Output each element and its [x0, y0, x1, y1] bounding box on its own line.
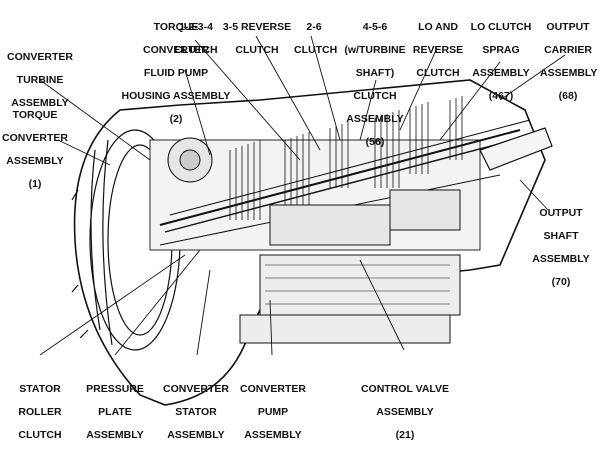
label-line: HOUSING ASSEMBLY: [121, 89, 231, 102]
label-output-shaft: OUTPUT SHAFT ASSEMBLY (70): [528, 196, 594, 300]
label-line: CONVERTER: [240, 382, 306, 395]
label-line: (68): [558, 89, 578, 102]
label-torque-converter-fluid-pump: TORQUE CONVERTER FLUID PUMP HOUSING ASSE…: [118, 10, 234, 137]
label-line: (70): [551, 275, 571, 288]
output-shaft: [479, 127, 553, 171]
label-line: LO CLUTCH: [470, 20, 532, 33]
label-line: CONVERTER: [143, 43, 209, 56]
label-line: ASSEMBLY: [346, 112, 404, 125]
label-control-valve: CONTROL VALVE ASSEMBLY (21): [360, 372, 450, 453]
control-valve-body: [239, 254, 461, 344]
label-line: 4-5-6: [362, 20, 388, 33]
label-line: ASSEMBLY: [6, 154, 64, 167]
label-line: ASSEMBLY: [167, 428, 225, 441]
label-line: (2): [169, 112, 183, 125]
label-line: ASSEMBLY: [86, 428, 144, 441]
label-line: CARRIER: [544, 43, 592, 56]
label-lo-reverse-clutch: LO AND REVERSE CLUTCH: [410, 10, 466, 91]
label-clutch-1234: 1-2-3-4 CLUTCH: [170, 10, 222, 68]
label-clutch-26: 2-6 CLUTCH: [294, 10, 338, 68]
label-line: CLUTCH: [18, 428, 62, 441]
clutch-packs: [229, 96, 463, 220]
label-line: SHAFT): [355, 66, 395, 79]
label-line: 3-5 REVERSE: [222, 20, 292, 33]
label-clutch-456: 4-5-6 (w/TURBINE SHAFT) CLUTCH ASSEMBLY …: [342, 10, 408, 160]
label-line: LO AND: [418, 20, 458, 33]
planetary-gears: [167, 137, 461, 246]
label-converter-stator: CONVERTER STATOR ASSEMBLY: [160, 372, 232, 453]
label-line: ASSEMBLY: [11, 96, 69, 109]
label-line: CLUTCH: [416, 66, 460, 79]
label-line: STATOR: [19, 382, 61, 395]
label-stator-roller-clutch: STATOR ROLLER CLUTCH: [10, 372, 70, 453]
label-line: REVERSE: [412, 43, 464, 56]
label-line: ASSEMBLY: [532, 252, 590, 265]
label-line: CLUTCH: [235, 43, 279, 56]
label-torque-converter-assembly: TORQUE CONVERTER ASSEMBLY (1): [2, 98, 68, 202]
label-line: FLUID PUMP: [143, 66, 209, 79]
leader-lines: [39, 35, 566, 356]
label-line: CONVERTER: [2, 131, 68, 144]
label-line: CLUTCH: [294, 43, 338, 56]
label-line: (w/TURBINE: [344, 43, 406, 56]
label-line: TORQUE: [153, 20, 199, 33]
label-line: ASSEMBLY: [540, 66, 598, 79]
label-line: SHAFT: [543, 229, 579, 242]
label-line: ASSEMBLY: [472, 66, 530, 79]
label-line: (1): [28, 177, 42, 190]
label-line: (467): [488, 89, 514, 102]
label-line: CONVERTER: [163, 382, 229, 395]
label-line: TURBINE: [16, 73, 64, 86]
label-line: CLUTCH: [353, 89, 397, 102]
label-pressure-plate: PRESSURE PLATE ASSEMBLY: [82, 372, 148, 453]
label-line: 1-2-3-4: [179, 20, 213, 33]
label-line: ASSEMBLY: [244, 428, 302, 441]
label-clutch-35-reverse: 3-5 REVERSE CLUTCH: [222, 10, 292, 68]
label-line: PRESSURE: [86, 382, 144, 395]
label-line: OUTPUT: [539, 206, 583, 219]
label-converter-pump: CONVERTER PUMP ASSEMBLY: [238, 372, 308, 453]
label-line: CLUTCH: [174, 43, 218, 56]
transmission-illustration: [39, 35, 566, 406]
label-line: SPRAG: [482, 43, 520, 56]
label-converter-turbine: CONVERTER TURBINE ASSEMBLY: [4, 40, 76, 121]
label-line: OUTPUT: [546, 20, 590, 33]
label-line: (21): [395, 428, 415, 441]
label-line: ROLLER: [18, 405, 62, 418]
label-line: PUMP: [257, 405, 289, 418]
label-line: 2-6: [306, 20, 322, 33]
label-line: STATOR: [175, 405, 217, 418]
label-line: TORQUE: [12, 108, 58, 121]
label-line: CONTROL VALVE: [360, 382, 450, 395]
label-line: PLATE: [98, 405, 132, 418]
label-lo-clutch-sprag: LO CLUTCH SPRAG ASSEMBLY (467): [470, 10, 532, 114]
label-line: CONVERTER: [7, 50, 73, 63]
label-output-carrier: OUTPUT CARRIER ASSEMBLY (68): [540, 10, 598, 114]
transmission-cutaway-diagram: TORQUE CONVERTER FLUID PUMP HOUSING ASSE…: [2, 10, 598, 440]
label-line: ASSEMBLY: [376, 405, 434, 418]
label-line: (56): [365, 135, 385, 148]
